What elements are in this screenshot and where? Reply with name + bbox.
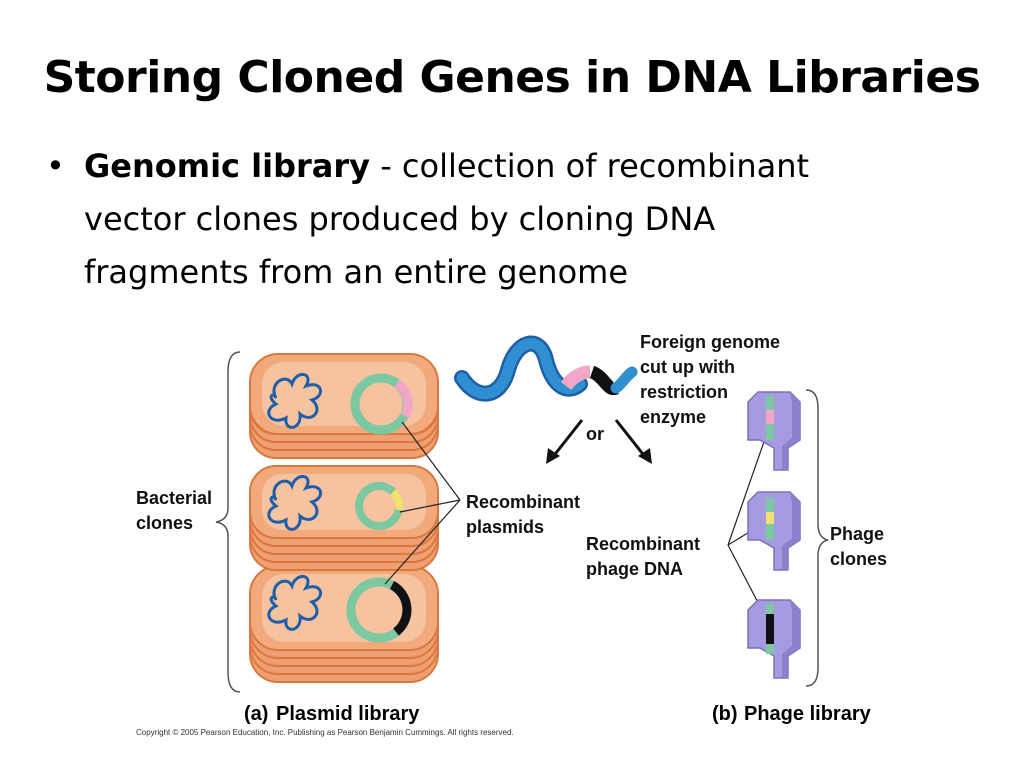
recombinant-phage-label: Recombinant phage DNA (586, 534, 705, 579)
arrow-right-head (638, 448, 652, 464)
phage-3 (747, 599, 801, 679)
plasmid-3 (346, 577, 412, 643)
foreign-genome-label: Foreign genome cut up with restriction e… (640, 332, 785, 427)
phage-2 (747, 491, 801, 571)
arrow-left-head (546, 448, 560, 464)
bullet-line-1: - collection of recombinant (370, 147, 810, 185)
bullet-line-3: fragments from an entire genome (84, 253, 629, 291)
slide-title: Storing Cloned Genes in DNA Libraries (43, 52, 981, 103)
caption-plasmid-library: Plasmid library (276, 703, 420, 725)
foreign-dna (454, 335, 638, 402)
plasmid-pointer-1 (401, 421, 461, 501)
bullet-text: Genomic library - collection of recombin… (84, 140, 946, 299)
recombinant-plasmids-label: Recombinant plasmids (466, 492, 585, 537)
chromosome-2 (267, 475, 322, 531)
bacterial-clones-brace (215, 351, 241, 693)
arrow-right (614, 419, 648, 459)
bacterial-clones-label: Bacterial clones (136, 488, 217, 533)
or-label: or (586, 424, 604, 444)
chromosome-1 (267, 373, 322, 429)
copyright-notice: Copyright © 2005 Pearson Education, Inc.… (136, 728, 514, 737)
plasmid-1 (350, 373, 413, 435)
bullet-term: Genomic library (84, 147, 371, 185)
bullet-icon: • (46, 147, 65, 185)
chromosome-3 (267, 575, 322, 631)
bullet-line-2: vector clones produced by cloning DNA (84, 200, 716, 238)
caption-phage-library: Phage library (744, 703, 872, 725)
caption-phage-letter: (b) (712, 703, 738, 725)
phage-clones-brace (805, 389, 829, 687)
plasmid-pointer-2 (399, 499, 461, 513)
phage-1 (747, 391, 801, 471)
arrow-left (550, 419, 584, 459)
bullet-genomic-library: • Genomic library - collection of recomb… (46, 140, 946, 299)
plasmid-pointer-3 (384, 499, 461, 585)
phage-clones-label: Phage clones (830, 524, 889, 569)
plasmid-2 (355, 482, 404, 530)
caption-plasmid-letter: (a) (244, 703, 268, 725)
phage-pointer-1 (727, 435, 767, 546)
bacterial-cell-2 (249, 465, 439, 571)
